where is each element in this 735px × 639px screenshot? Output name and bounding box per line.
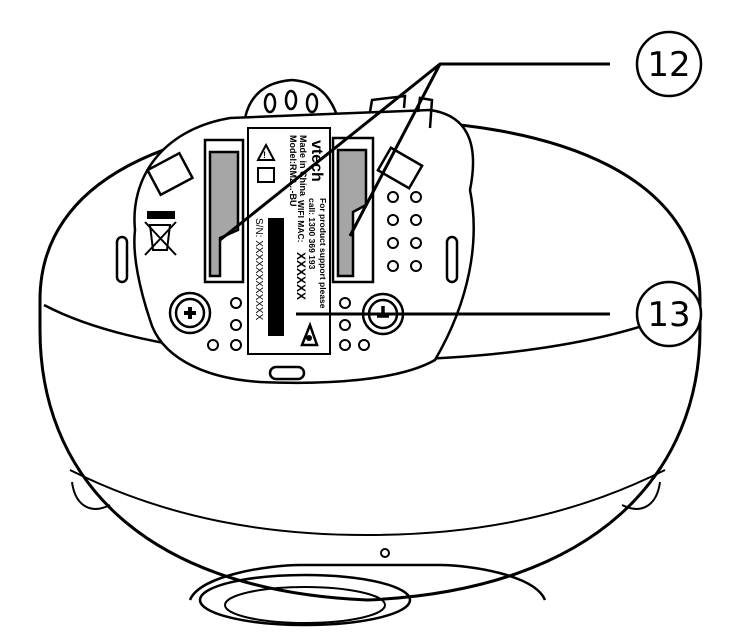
slot-right: [331, 136, 375, 284]
leader-lines: [219, 62, 610, 316]
leader-12: [219, 62, 610, 242]
right-foot: [621, 481, 661, 510]
lower-rim: [69, 469, 666, 537]
left-pad: [145, 151, 195, 197]
barcode: [268, 218, 284, 336]
left-vent: [115, 235, 129, 284]
label-made-in: Made in China: [298, 135, 308, 197]
manual-icon: [257, 167, 275, 183]
label-serial: S/N: XXXXXXXXXXXX: [253, 218, 264, 321]
callout-13-number: 13: [647, 295, 690, 335]
lens-mount: [188, 563, 547, 601]
label-wifi-value: XXXXXX: [294, 252, 308, 300]
right-pad: [376, 146, 424, 190]
lens-ring-inner: [224, 586, 386, 624]
svg-text:!: !: [263, 150, 266, 160]
warning-icon: [256, 142, 276, 161]
callout-12: 12: [635, 30, 703, 98]
screw-left: [168, 291, 212, 335]
slot-left: [203, 138, 245, 284]
label-model: Model:RM2...-BU: [288, 135, 298, 207]
label-support-1: For product support please: [318, 198, 328, 309]
rcm-icon: [300, 321, 319, 347]
label-support-2: call: 1300 369 193: [307, 198, 317, 270]
callout-12-number: 12: [647, 45, 690, 85]
weee-bin-icon: [144, 211, 177, 256]
bottom-oval: [268, 365, 306, 381]
label-wifi-prefix: WIFI MAC:: [296, 200, 306, 243]
mic-hole: [380, 548, 390, 558]
vent-holes: [207, 191, 422, 351]
left-foot: [71, 481, 111, 510]
callout-13: 13: [635, 280, 703, 348]
top-knob: [243, 78, 340, 119]
right-vent: [445, 235, 459, 284]
lens-ring: [198, 573, 412, 627]
